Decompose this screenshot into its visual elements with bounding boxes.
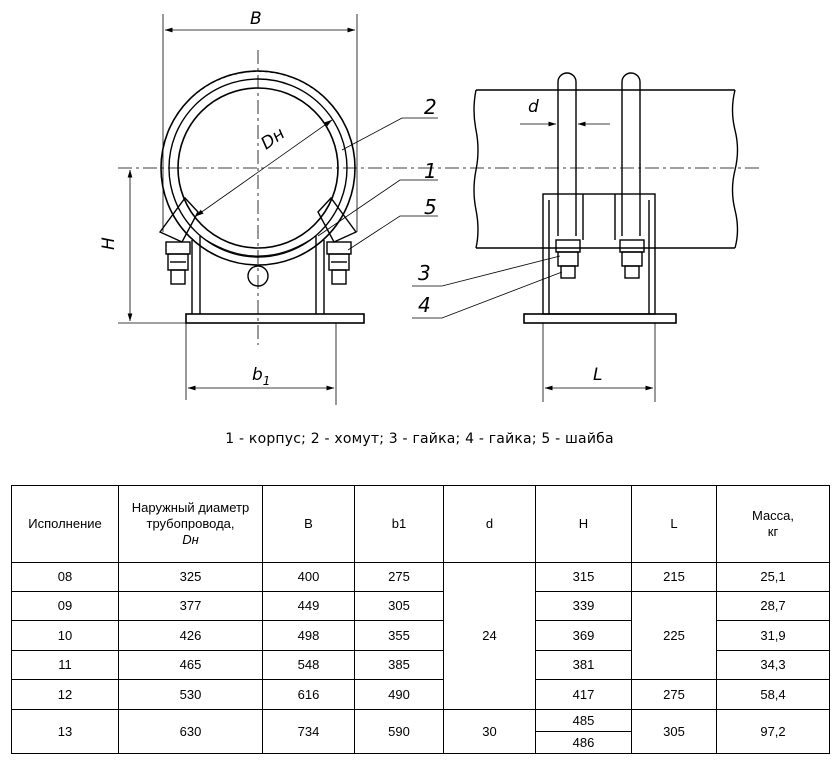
- cell-H: 417: [535, 679, 632, 710]
- table-row: 486: [12, 731, 830, 754]
- cell-b1: 590: [354, 709, 444, 754]
- header-diameter: Наружный диаметр трубопровода, Dн: [118, 485, 263, 563]
- header-H: H: [535, 485, 632, 563]
- cell-b1: 305: [354, 591, 444, 621]
- cell-mass: 25,1: [716, 562, 830, 592]
- cell-B: 498: [262, 620, 355, 651]
- cell-b1: 385: [354, 650, 444, 680]
- cell-B: 449: [262, 591, 355, 621]
- cell-isp: 08: [11, 562, 119, 592]
- dim-B-label: B: [250, 9, 262, 29]
- dim-Dn-label: Dн: [257, 124, 288, 154]
- callout-5: 5: [424, 195, 437, 219]
- callout-2: 2: [424, 95, 437, 119]
- header-mass: Масса, кг: [716, 485, 830, 563]
- cell-mass: 28,7: [716, 591, 830, 621]
- cell-mass: 31,9: [716, 620, 830, 651]
- cell-H: 315: [535, 562, 632, 592]
- header-d: d: [443, 485, 536, 563]
- table-header-row: Исполнение Наружный диаметр трубопровода…: [11, 485, 830, 563]
- cell-H: 486: [535, 731, 632, 754]
- cell-dn: 377: [118, 591, 263, 621]
- legend-caption: 1 - корпус; 2 - хомут; 3 - гайка; 4 - га…: [225, 431, 614, 447]
- header-ispolnenie: Исполнение: [11, 485, 119, 563]
- table-row: 10 426 498 355 369 31,9: [11, 620, 830, 651]
- cell-mass: 97,2: [716, 709, 830, 754]
- cell-L: 215: [631, 562, 717, 592]
- table-row: 12 530 616 490 417 275 58,4: [11, 679, 830, 710]
- dim-L-label: L: [593, 365, 602, 385]
- cell-isp: 11: [11, 650, 119, 680]
- cell-dn: 426: [118, 620, 263, 651]
- cell-H: 369: [535, 620, 632, 651]
- cell-H: 381: [535, 650, 632, 680]
- cell-isp: 10: [11, 620, 119, 651]
- cell-b1: 355: [354, 620, 444, 651]
- dim-d-label: d: [528, 97, 539, 117]
- cell-mass: 58,4: [716, 679, 830, 710]
- cell-dn: 630: [118, 709, 263, 754]
- cell-d-merged-30: 30: [443, 709, 536, 754]
- cell-b1: 490: [354, 679, 444, 710]
- table-row: 11 465 548 385 381 34,3: [11, 650, 830, 680]
- cell-mass: 34,3: [716, 650, 830, 680]
- cell-dn: 325: [118, 562, 263, 592]
- cell-B: 734: [262, 709, 355, 754]
- technical-drawing: B Dн H b1 d L 2 1 5 3 4: [99, 9, 760, 405]
- callout-3: 3: [418, 261, 431, 285]
- side-view: [412, 72, 760, 402]
- cell-dn: 465: [118, 650, 263, 680]
- cell-b1: 275: [354, 562, 444, 592]
- cell-L-merged-225: 225: [631, 591, 717, 680]
- table-row: 13 630 734 590 30 485 305 97,2: [11, 709, 830, 754]
- cell-L: 305: [631, 709, 717, 754]
- callout-1: 1: [424, 159, 437, 183]
- cell-isp: 13: [11, 709, 119, 754]
- spec-table: Исполнение Наружный диаметр трубопровода…: [11, 485, 830, 754]
- cell-L: 275: [631, 679, 717, 710]
- table-row: 08 325 400 275 24 315 215 25,1: [11, 562, 830, 710]
- header-B: B: [262, 485, 355, 563]
- cell-B: 400: [262, 562, 355, 592]
- cell-B: 548: [262, 650, 355, 680]
- cell-d-merged-24: 24: [443, 562, 536, 710]
- dim-H-label: H: [99, 237, 119, 250]
- cell-H: 339: [535, 591, 632, 621]
- callout-4: 4: [418, 293, 431, 317]
- dim-b1-label: b1: [252, 365, 270, 388]
- table-row: 09 377 449 305 339 225 28,7: [11, 591, 830, 680]
- header-b1: b1: [354, 485, 444, 563]
- header-L: L: [631, 485, 717, 563]
- cell-isp: 09: [11, 591, 119, 621]
- front-view: [118, 14, 438, 405]
- cell-isp: 12: [11, 679, 119, 710]
- cell-dn: 530: [118, 679, 263, 710]
- cell-H: 485: [535, 709, 632, 732]
- cell-B: 616: [262, 679, 355, 710]
